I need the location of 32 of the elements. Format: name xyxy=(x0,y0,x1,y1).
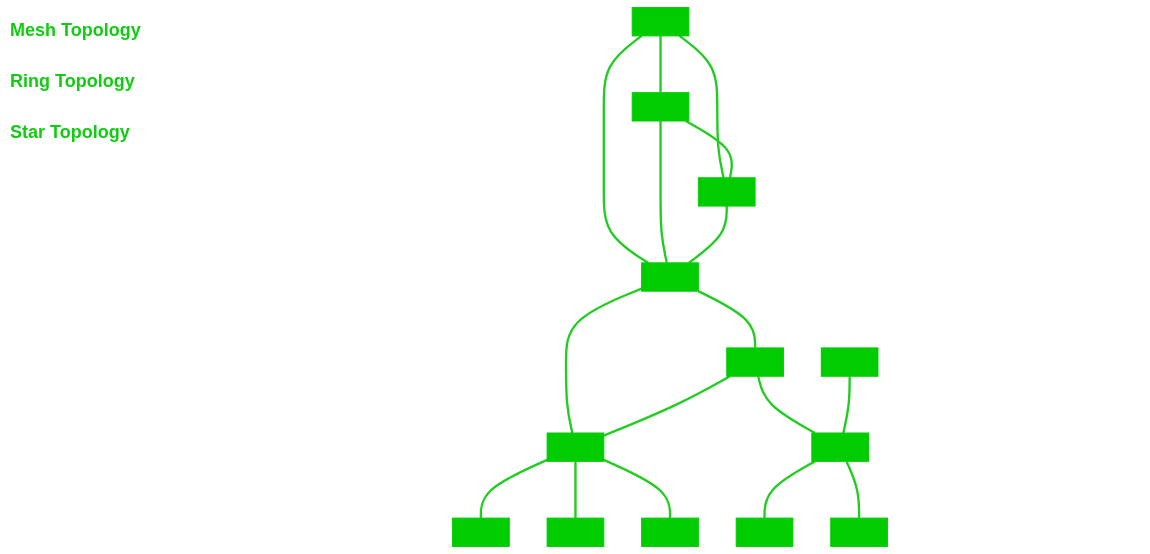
node-box xyxy=(641,262,699,292)
connector xyxy=(678,34,725,178)
connector xyxy=(659,35,662,93)
node-box xyxy=(726,347,784,377)
node-box xyxy=(820,347,879,377)
node-box xyxy=(546,517,605,547)
node-box xyxy=(546,432,605,462)
connector xyxy=(659,121,668,264)
connector xyxy=(602,34,649,264)
connector xyxy=(842,376,851,434)
connector xyxy=(763,460,816,519)
connector xyxy=(564,287,643,434)
connector xyxy=(479,458,548,519)
topology-label: Mesh Topology xyxy=(10,20,142,41)
node-box xyxy=(631,7,690,37)
connector xyxy=(688,206,728,264)
node-box xyxy=(452,517,510,547)
connector xyxy=(603,458,672,519)
connector xyxy=(697,290,757,348)
node-box xyxy=(811,432,869,462)
connector xyxy=(685,120,734,178)
topology-label: Ring Topology xyxy=(10,71,136,92)
node-box xyxy=(830,517,888,547)
node-box xyxy=(735,517,794,547)
connector xyxy=(603,375,731,437)
node-box xyxy=(631,92,690,122)
connector xyxy=(845,460,861,519)
connector xyxy=(757,376,816,434)
node-box xyxy=(641,517,699,547)
connector xyxy=(574,461,577,519)
node-box xyxy=(697,177,756,207)
topology-label: Star Topology xyxy=(10,122,131,143)
